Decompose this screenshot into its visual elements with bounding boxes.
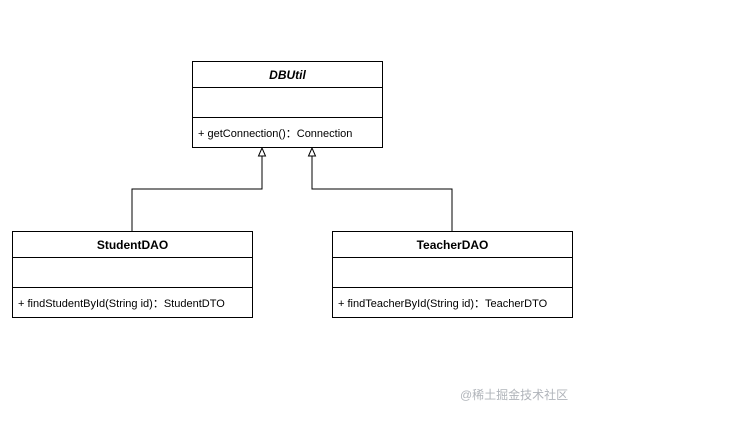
operations-compartment: + findStudentById(String id)：StudentDTO [13,288,252,317]
operation: + findTeacherById(String id)：TeacherDTO [338,297,548,310]
operation: + findStudentById(String id)：StudentDTO [18,297,225,310]
attributes-compartment [13,258,252,288]
attributes-compartment [333,258,572,288]
class-studentdao[interactable]: StudentDAO + findStudentById(String id)：… [12,231,253,318]
generalization-edge-teacherdao [311,156,453,231]
class-dbutil[interactable]: DBUtil + getConnection()：Connection [192,61,383,148]
operation: + getConnection()：Connection [198,127,353,140]
operations-compartment: + getConnection()：Connection [193,118,382,147]
class-name: DBUtil [193,62,382,88]
generalization-edge-studentdao [131,156,263,231]
attributes-compartment [193,88,382,118]
generalization-arrowhead-teacherdao [307,146,317,157]
class-teacherdao[interactable]: TeacherDAO + findTeacherById(String id)：… [332,231,573,318]
class-name: StudentDAO [13,232,252,258]
generalization-arrowhead-studentdao [257,146,267,157]
watermark: @稀土掘金技术社区 [460,388,569,402]
class-name: TeacherDAO [333,232,572,258]
operations-compartment: + findTeacherById(String id)：TeacherDTO [333,288,572,317]
